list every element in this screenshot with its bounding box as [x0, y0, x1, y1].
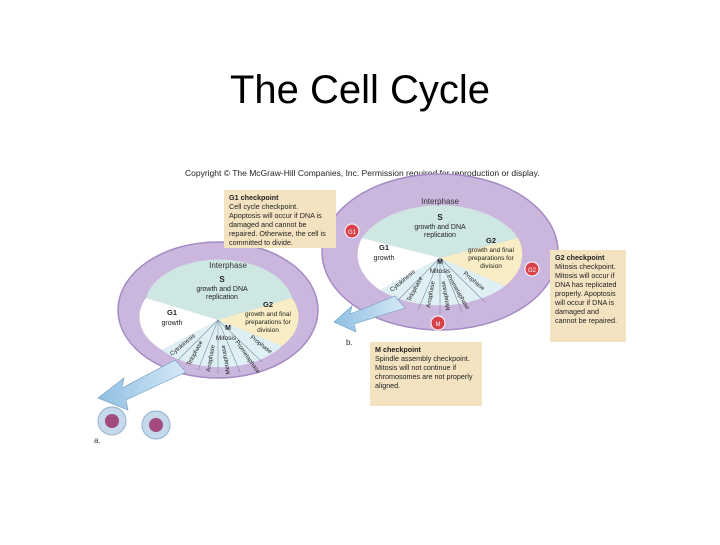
wheel-a-phase-divider: [217, 319, 263, 363]
figure-label-b: b.: [346, 338, 353, 347]
g2-checkpoint-box: G2 checkpoint Mitosis checkpoint. Mitosi…: [550, 250, 626, 342]
wheel-a-s-text-1: growth and DNA: [196, 286, 248, 293]
wheel-b-g2-sector: [440, 238, 523, 286]
wheel-a-phase-divider: [177, 319, 219, 361]
wheel-a-g2-text-1: growth and final: [245, 311, 291, 318]
wheel-a-mitosis-label: Mitosis: [216, 335, 237, 342]
wheel-b-g2-title: G2: [486, 236, 496, 245]
wheel-b-s-text-1: growth and DNA: [414, 224, 466, 231]
wheel-a-m-title: M: [225, 325, 231, 332]
wheel-b-g1-marker-label: G1: [348, 230, 357, 236]
wheel-b-mitosis-sector: [380, 258, 505, 306]
g2-checkpoint-text: Mitosis checkpoint. Mitosis will occur i…: [555, 262, 617, 325]
wheel-a-phase-label: Anaphase: [206, 344, 217, 372]
wheel-b-g1-text: growth: [373, 255, 394, 262]
wheel-a-phase-label: Metaphase: [221, 344, 232, 375]
slide-title: The Cell Cycle: [229, 68, 491, 112]
wheel-b-g2-text-3: division: [480, 263, 502, 270]
wheel-a-g2-text-2: preparations for: [245, 319, 291, 326]
wheel-a-g1-text: growth: [161, 320, 182, 327]
wheel-a-s-sector: [146, 259, 292, 320]
wheel-b-mitosis-label: Mitosis: [430, 268, 451, 275]
wheel-b-g2-text-2: preparations for: [468, 255, 514, 262]
wheel-a-s-title: S: [219, 275, 225, 284]
wheel-a-ring-label: Interphase: [209, 261, 247, 270]
wheel-b-phase-label: Anaphase: [426, 280, 437, 308]
wheel-a-g2-sector: [218, 298, 299, 346]
wheel-b-g2-checkpoint-marker: [524, 261, 540, 277]
wheel-a: Interphase S growth and DNA replication …: [97, 241, 319, 440]
wheel-b-g1-sector: [357, 238, 440, 290]
wheel-a-phase-divider: [197, 319, 219, 371]
wheel-b-g1-title: G1: [379, 243, 389, 252]
wheel-b-g1-checkpoint-marker: [344, 223, 360, 239]
wheel-a-g1-title: G1: [167, 308, 177, 317]
wheel-a-g2-title: G2: [263, 300, 273, 309]
g1-checkpoint-title: G1 checkpoint: [229, 193, 279, 202]
wheel-b-g2-marker-label: G2: [528, 268, 537, 274]
daughter-cell-nucleus: [105, 414, 119, 428]
m-checkpoint-text: Spindle assembly checkpoint. Mitosis wil…: [375, 354, 473, 390]
wheel-b-phase-divider: [439, 257, 486, 303]
wheel-b-m-title: M: [437, 259, 443, 266]
g2-checkpoint-title: G2 checkpoint: [555, 253, 605, 262]
wheel-a-s-text-2: replication: [206, 294, 238, 301]
wheel-b-g2-text-1: growth and final: [468, 247, 514, 254]
wheel-b-s-sector: [362, 205, 518, 258]
wheel-b-phase-divider: [417, 257, 441, 311]
wheel-b-phase-label: Metaphase: [441, 280, 452, 311]
figure-label-a: a.: [94, 436, 101, 445]
wheel-a-g2-text-3: division: [257, 327, 279, 334]
wheel-b-m-checkpoint-marker: [430, 315, 446, 331]
wheel-a-exit-arrow: [97, 359, 187, 411]
copyright-notice: Copyright © The McGraw-Hill Companies, I…: [185, 168, 540, 178]
wheel-a-phase-divider: [217, 319, 241, 373]
wheel-a-g1-sector: [139, 298, 218, 350]
m-checkpoint-title: M checkpoint: [375, 345, 421, 354]
wheel-b-s-text-2: replication: [424, 232, 456, 239]
wheel-b-m-marker-label: M: [436, 322, 441, 328]
wheel-b-ring-label: Interphase: [421, 197, 459, 206]
daughter-cell-nucleus: [149, 418, 163, 432]
wheel-b-exit-arrow: [333, 295, 406, 333]
daughter-cells: [97, 406, 171, 440]
g1-checkpoint-text: Cell cycle checkpoint. Apoptosis will oc…: [229, 202, 326, 247]
g1-checkpoint-box: G1 checkpoint Cell cycle checkpoint. Apo…: [224, 190, 336, 248]
wheel-b: Interphase S growth and DNA replication …: [321, 173, 559, 333]
wheel-a-mitosis-sector: [162, 320, 282, 368]
wheel-b-phase-divider: [397, 257, 441, 301]
wheel-b-phase-divider: [439, 257, 463, 313]
m-checkpoint-box: M checkpoint Spindle assembly checkpoint…: [370, 342, 482, 406]
wheel-b-s-title: S: [437, 213, 443, 222]
